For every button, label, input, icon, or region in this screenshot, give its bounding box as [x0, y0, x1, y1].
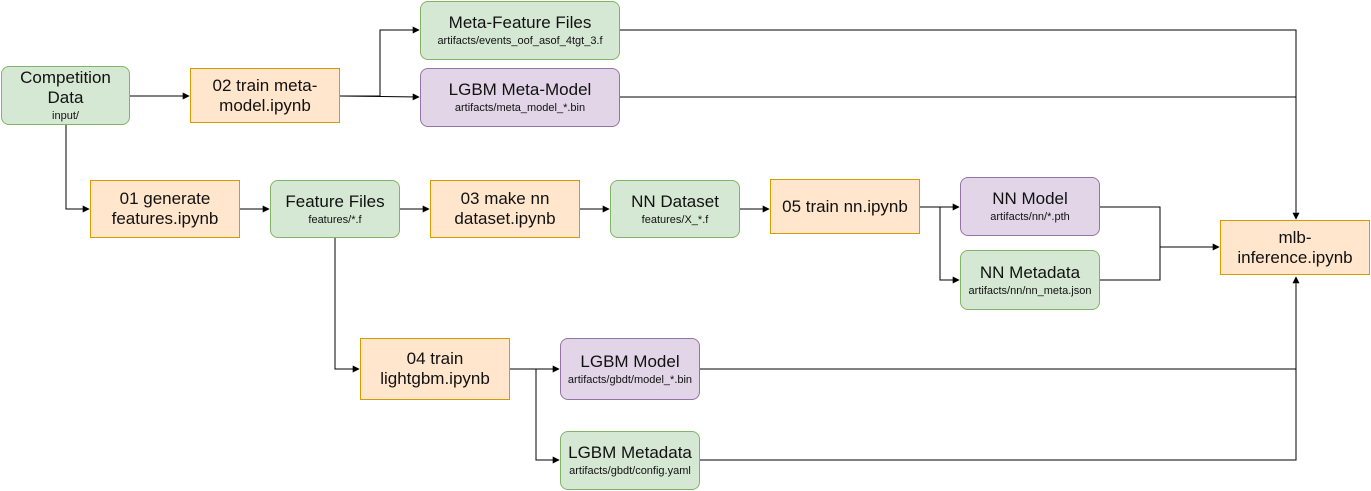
edge-train-meta-to-meta-model	[339, 93, 420, 101]
node-lgbm-meta-model: LGBM Meta-Model artifacts/meta_model_*.b…	[420, 68, 620, 127]
edge-lgbm-metadata-to-inference	[700, 276, 1300, 461]
node-title: 01 generate features.ipynb	[111, 189, 219, 228]
node-train-nn: 05 train nn.ipynb	[770, 179, 920, 234]
node-title: LGBM Metadata	[568, 443, 692, 462]
node-path: input/	[52, 110, 79, 122]
node-title: LGBM Model	[580, 351, 680, 371]
edge-nn-model-to-inference	[1100, 206, 1220, 251]
node-path: artifacts/events_oof_asof_4tgt_3.f	[437, 35, 603, 47]
node-title: 03 make nn dataset.ipynb	[454, 189, 556, 228]
node-lgbm-metadata: LGBM Metadata artifacts/gbdt/config.yaml	[560, 431, 700, 490]
node-path: artifacts/nn/*.pth	[990, 211, 1070, 223]
node-meta-feature-files: Meta-Feature Files artifacts/events_oof_…	[420, 1, 620, 60]
edge-nn-metadata-to-inference	[1100, 247, 1161, 281]
node-title: 02 train meta- model.ipynb	[212, 75, 318, 115]
node-mlb-inference: mlb- inference.ipynb	[1220, 220, 1370, 275]
node-path: artifacts/meta_model_*.bin	[454, 102, 586, 114]
node-title: NN Metadata	[979, 262, 1081, 282]
edge-data-to-generate-features	[65, 125, 90, 213]
node-feature-files: Feature Files features/*.f	[270, 180, 400, 238]
node-title: Competition Data	[20, 68, 111, 107]
node-make-nn-dataset: 03 make nn dataset.ipynb	[430, 180, 580, 238]
node-title: NN Model	[992, 189, 1068, 208]
node-path: features/*.f	[308, 213, 362, 226]
node-nn-metadata: NN Metadata artifacts/nn/nn_meta.json	[960, 250, 1100, 310]
node-title: NN Dataset	[631, 191, 719, 211]
edge-train-nn-to-nn-metadata	[920, 206, 960, 284]
edge-meta-features-to-inference	[620, 29, 1300, 220]
node-path: features/X_*.f	[641, 213, 709, 226]
node-path: artifacts/gbdt/model_*.bin	[567, 373, 693, 386]
node-lgbm-model: LGBM Model artifacts/gbdt/model_*.bin	[560, 338, 700, 400]
node-train-lightgbm: 04 train lightgbm.ipynb	[360, 338, 510, 400]
node-competition-data: Competition Data input/	[1, 66, 130, 125]
node-nn-dataset: NN Dataset features/X_*.f	[610, 180, 740, 238]
node-title: Feature Files	[285, 191, 385, 211]
node-title: Meta-Feature Files	[448, 13, 592, 32]
edge-train-lgbm-to-lgbm-metadata	[535, 369, 560, 464]
node-title: 05 train nn.ipynb	[782, 196, 908, 216]
node-title: mlb- inference.ipynb	[1237, 227, 1353, 267]
node-title: 04 train lightgbm.ipynb	[380, 349, 490, 388]
node-title: LGBM Meta-Model	[448, 80, 592, 99]
node-generate-features: 01 generate features.ipynb	[90, 180, 240, 238]
node-train-meta-model: 02 train meta- model.ipynb	[190, 68, 340, 123]
edge-train-meta-to-meta-features	[340, 26, 420, 97]
node-path: artifacts/nn/nn_meta.json	[968, 284, 1092, 297]
edge-feature-files-to-train-lgbm	[334, 238, 360, 373]
node-nn-model: NN Model artifacts/nn/*.pth	[960, 177, 1100, 236]
node-path: artifacts/gbdt/config.yaml	[569, 465, 691, 477]
